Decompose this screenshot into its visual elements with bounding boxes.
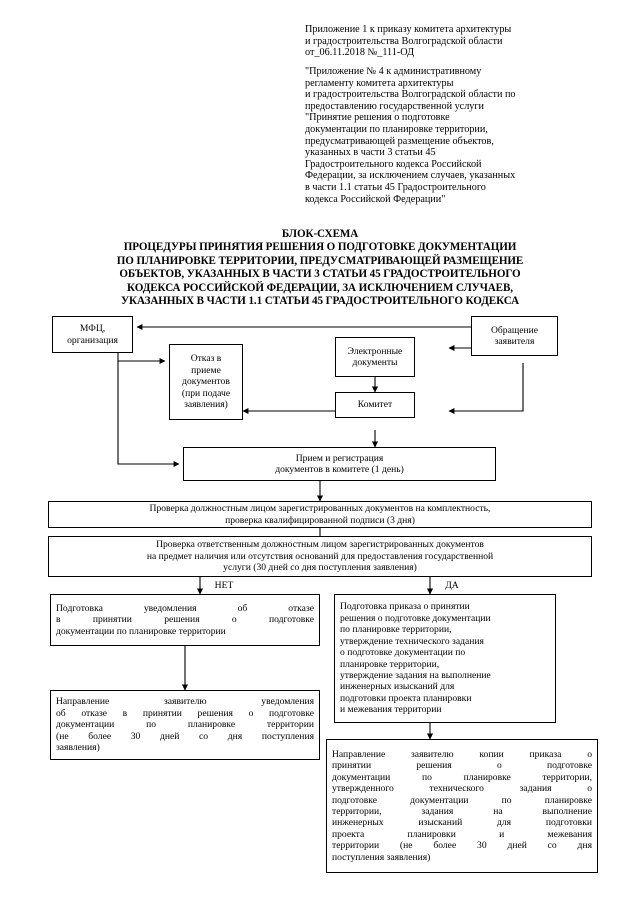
node-refusal-intake-line: документов bbox=[182, 376, 230, 388]
node-intake-registration-line: Прием и регистрация bbox=[295, 452, 384, 464]
title-line: БЛОК-СХЕМА bbox=[281, 228, 359, 240]
node-grounds-check: Проверка ответственным должностным лицом… bbox=[48, 536, 592, 577]
node-prepare-order-line: о подготовке документации по bbox=[340, 647, 466, 659]
node-intake-registration: Прием и регистрация документов в комитет… bbox=[183, 447, 496, 481]
node-send-refusal-notice: Направление заявителю уведомления об отк… bbox=[50, 690, 320, 760]
node-send-refusal-notice-line: документации по планировке территории bbox=[56, 719, 314, 731]
node-electronic-documents: Электронные документы bbox=[335, 337, 415, 377]
node-prepare-order: Подготовка приказа о принятии решения о … bbox=[334, 594, 556, 723]
node-send-refusal-notice-line: Направление заявителю уведомления bbox=[56, 696, 314, 708]
node-send-order-copy-line: подготовке документации по планировке bbox=[332, 794, 592, 806]
header-quote-line: предоставлению государственной услуги bbox=[305, 100, 485, 112]
node-applicant-request-line: Обращение bbox=[490, 324, 539, 336]
node-send-order-copy-line: территории, задания на выполнение bbox=[332, 806, 592, 817]
node-prepare-order-line: утверждение задания на выполнение bbox=[340, 669, 491, 681]
node-refusal-intake: Отказ в приеме документов (при подаче за… bbox=[169, 344, 243, 420]
node-send-order-copy-line: Направление заявителю копии приказа о bbox=[332, 748, 592, 760]
node-prepare-refusal-notice-line: в принятии решения о подготовке bbox=[56, 614, 314, 626]
node-send-refusal-notice-line: об отказе в принятии решения о подготовк… bbox=[56, 707, 314, 719]
header-quote-line: документации по планировке территории, bbox=[305, 123, 488, 135]
node-send-order-copy-line: утвержденного технического задания о bbox=[332, 783, 592, 795]
header-reference-line: и градостроительства Волгоградской облас… bbox=[305, 35, 503, 47]
node-applicant-request: Обращение заявителя bbox=[471, 316, 558, 356]
header-quote-line: Федерации, за исключением случаев, указа… bbox=[305, 170, 516, 182]
node-completeness-check: Проверка должностным лицом зарегистриров… bbox=[48, 501, 592, 528]
node-send-order-copy-line: документации по планировке территории, bbox=[332, 771, 592, 783]
node-send-order-copy-line: инженерных изысканий для подготовки bbox=[332, 817, 592, 829]
header-reference-line: от_06.11.2018 №_111-ОД bbox=[305, 47, 415, 59]
title-line: ОБЪЕКТОВ, УКАЗАННЫХ В ЧАСТИ 3 СТАТЬИ 45 … bbox=[119, 268, 521, 281]
title-line: ПО ПЛАНИРОВКЕ ТЕРРИТОРИИ, ПРЕДУСМАТРИВАЮ… bbox=[116, 254, 524, 267]
node-mfc-line: МФЦ, bbox=[79, 323, 106, 335]
node-send-refusal-notice-line: заявления) bbox=[56, 742, 100, 754]
header-quote-block: "Приложение № 4 к административному регл… bbox=[305, 66, 635, 205]
header-quote-line: в части 1.1 статьи 45 Градостроительного bbox=[305, 181, 486, 193]
node-send-order-copy-line: принятии решения о подготовке bbox=[332, 760, 592, 772]
node-send-order-copy: Направление заявителю копии приказа о пр… bbox=[326, 739, 598, 873]
header-quote-line: Градостроительного кодекса Российской bbox=[305, 158, 482, 170]
node-send-order-copy-line: территории (не более 30 дней со дня bbox=[332, 840, 592, 852]
node-prepare-order-line: Подготовка приказа о принятии bbox=[340, 601, 470, 613]
node-grounds-check-line: на предмет наличия или отсутствия основа… bbox=[146, 550, 494, 562]
node-mfc: МФЦ, организация bbox=[52, 316, 133, 353]
page-title: БЛОК-СХЕМА ПРОЦЕДУРЫ ПРИНЯТИЯ РЕШЕНИЯ О … bbox=[20, 228, 620, 308]
header-reference-line: Приложение 1 к приказу комитета архитект… bbox=[305, 24, 512, 35]
node-committee: Комитет bbox=[335, 392, 415, 418]
header-quote-line: регламенту комитета архитектуры bbox=[305, 77, 454, 89]
header-reference-block: Приложение 1 к приказу комитета архитект… bbox=[305, 24, 635, 59]
node-completeness-check-line: Проверка должностным лицом зарегистриров… bbox=[149, 503, 491, 515]
node-prepare-order-line: по планировке территории, bbox=[340, 624, 452, 636]
header-quote-line: указанных в части 3 статьи 45 bbox=[305, 147, 436, 159]
node-refusal-intake-line: Отказ в bbox=[190, 353, 222, 365]
node-send-refusal-notice-line: (не более 30 дней со дня поступления bbox=[56, 730, 314, 742]
title-line: УКАЗАННЫХ В ЧАСТИ 1.1 СТАТЬИ 45 ГРАДОСТР… bbox=[120, 295, 520, 308]
node-committee-line: Комитет bbox=[357, 399, 393, 411]
node-applicant-request-line: заявителя bbox=[494, 336, 535, 347]
decision-label-yes: ДА bbox=[438, 580, 466, 591]
node-prepare-order-line: подготовки проекта планировки bbox=[340, 692, 472, 704]
node-prepare-order-line: решения о подготовке документации bbox=[340, 612, 491, 624]
node-send-order-copy-line: поступления заявления) bbox=[332, 851, 431, 863]
decision-label-no: НЕТ bbox=[208, 580, 240, 591]
node-refusal-intake-line: приеме bbox=[191, 364, 221, 376]
header-quote-line: предусматривающей размещение объектов, bbox=[305, 135, 494, 147]
header-quote-line: "Приложение № 4 к административному bbox=[305, 66, 482, 77]
node-refusal-intake-line: заявления) bbox=[184, 399, 228, 411]
title-line: ПРОЦЕДУРЫ ПРИНЯТИЯ РЕШЕНИЯ О ПОДГОТОВКЕ … bbox=[123, 241, 517, 254]
node-grounds-check-line: Проверка ответственным должностным лицом… bbox=[156, 539, 484, 551]
node-electronic-documents-line: документы bbox=[352, 357, 398, 368]
node-prepare-order-line: планировке территории, bbox=[340, 658, 440, 670]
node-send-order-copy-line: проекта планировки и межевания bbox=[332, 828, 592, 840]
header-quote-line: кодекса Российской Федерации" bbox=[305, 193, 446, 205]
node-grounds-check-line: услуги (30 дней со дня поступления заявл… bbox=[223, 562, 417, 574]
node-intake-registration-line: документов в комитете (1 день) bbox=[275, 464, 404, 475]
header-quote-line: "Принятие решения о подготовке bbox=[305, 112, 450, 124]
node-prepare-order-line: и межевания территории bbox=[340, 704, 442, 716]
node-electronic-documents-line: Электронные bbox=[347, 345, 403, 357]
node-prepare-refusal-notice: Подготовка уведомления об отказе в приня… bbox=[50, 594, 320, 646]
node-prepare-order-line: утверждение технического задания bbox=[340, 635, 484, 647]
node-prepare-refusal-notice-line: документации по планировке территории bbox=[56, 625, 226, 637]
node-mfc-line: организация bbox=[67, 334, 118, 346]
title-line: КОДЕКСА РОССИЙСКОЙ ФЕДЕРАЦИИ, ЗА ИСКЛЮЧЕ… bbox=[127, 281, 513, 294]
node-completeness-check-line: проверка квалифицированной подписи (3 дн… bbox=[225, 514, 415, 526]
node-refusal-intake-line: (при подаче bbox=[181, 387, 231, 399]
node-prepare-refusal-notice-line: Подготовка уведомления об отказе bbox=[56, 602, 314, 614]
header-quote-line: и градостроительства Волгоградской облас… bbox=[305, 89, 516, 101]
node-prepare-order-line: инженерных изысканий для bbox=[340, 681, 455, 693]
